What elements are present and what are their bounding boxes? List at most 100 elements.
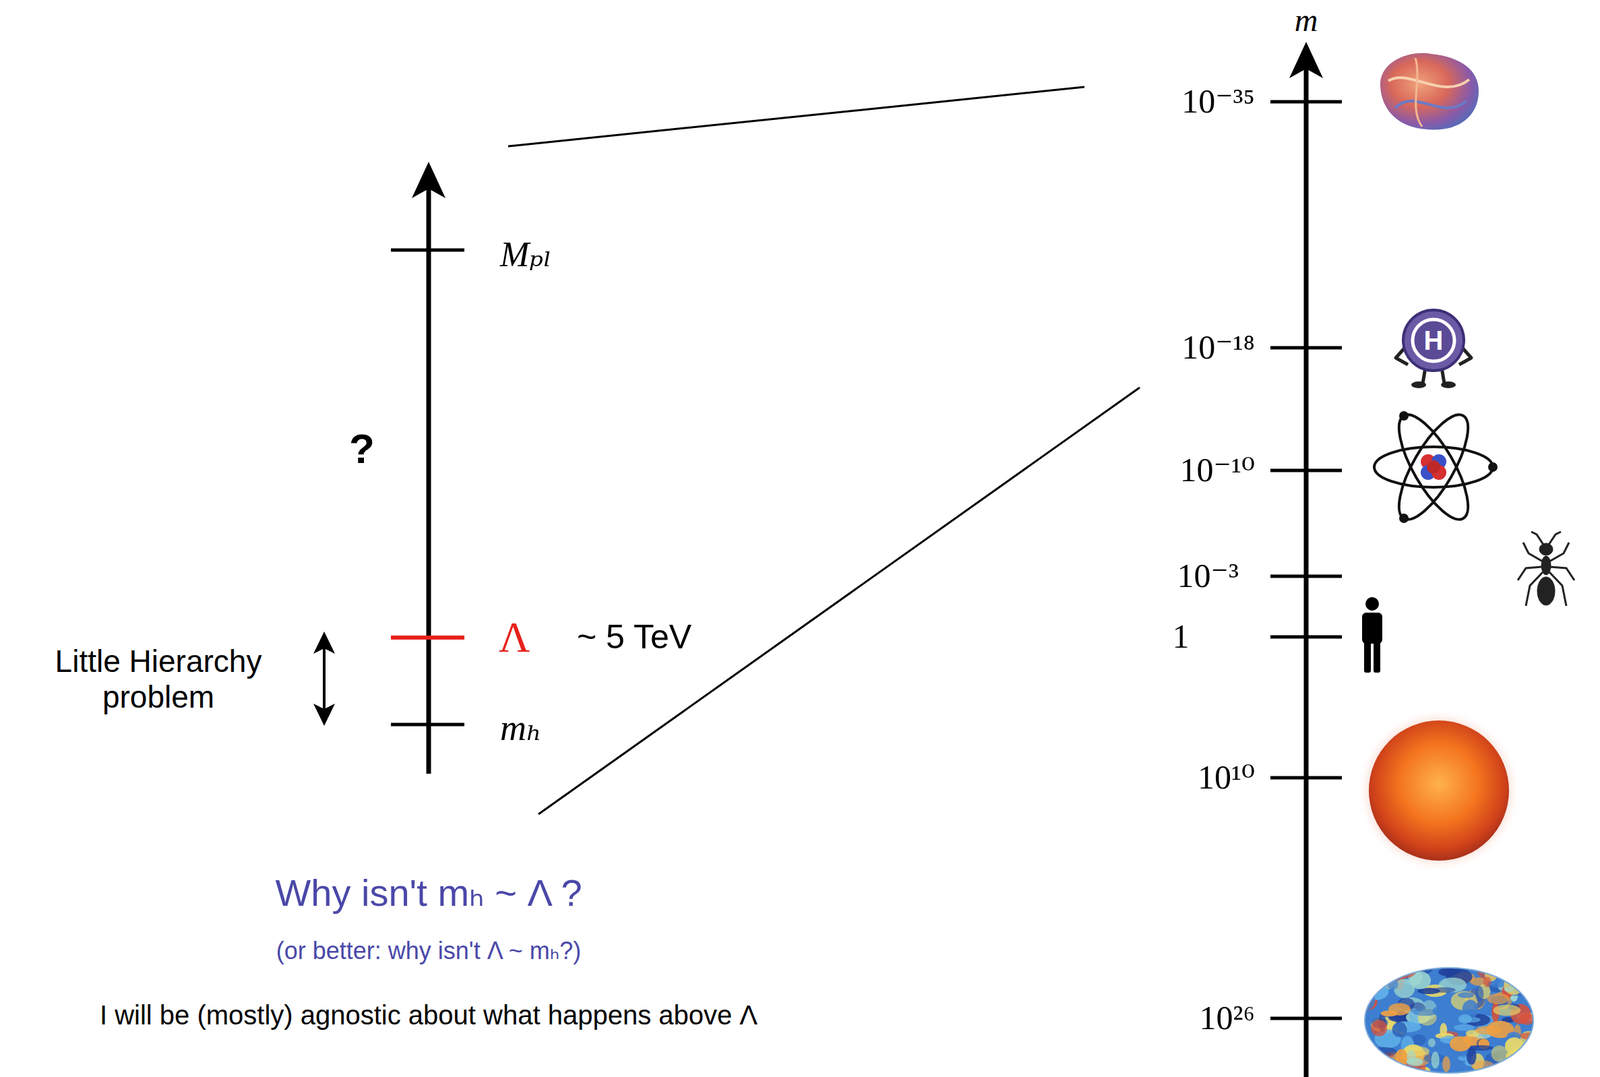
person-leg	[1364, 640, 1371, 673]
cmb-sky	[1364, 967, 1534, 1073]
cmb-spot	[1521, 965, 1537, 977]
tick	[1270, 100, 1342, 104]
axis-arrowhead	[411, 161, 446, 199]
zoom-line	[508, 86, 1085, 147]
axis-line	[426, 188, 432, 774]
axis-ticks	[1270, 101, 1342, 1019]
cmb-spot	[1503, 986, 1515, 993]
cmb-spot	[1361, 974, 1373, 991]
tick-label: 10⁻¹⁸	[1181, 328, 1255, 368]
scale-label: mₕ	[500, 706, 542, 749]
cmb-spot	[1486, 993, 1510, 1005]
leg	[1549, 542, 1569, 562]
ant-icon	[1517, 531, 1575, 606]
tick	[1270, 1017, 1342, 1021]
tick-label: 10¹⁰	[1197, 758, 1255, 798]
tick-label: 10⁻¹⁰	[1180, 450, 1255, 490]
blob-curve	[1395, 101, 1467, 108]
cmb-spot	[1370, 1055, 1378, 1066]
cmb-spot	[1467, 1045, 1494, 1051]
tick	[1270, 469, 1342, 473]
higgs-ring	[1412, 319, 1455, 362]
cmb-spot	[1475, 986, 1484, 1003]
tick	[1270, 776, 1342, 780]
leg	[1517, 566, 1543, 581]
person-leg	[1373, 640, 1381, 673]
sun-icon	[1356, 708, 1522, 873]
tick-label: 10²⁶	[1199, 998, 1255, 1038]
leg	[1549, 572, 1567, 606]
string-icon	[1380, 53, 1479, 131]
tick-label: 10⁻³⁵	[1181, 82, 1255, 122]
blob-curve	[1388, 77, 1470, 87]
tick-label: 1	[1172, 617, 1190, 657]
cmb-spot	[1357, 990, 1375, 1011]
electron	[1399, 411, 1409, 421]
cmb-spot	[1453, 1024, 1475, 1032]
axis-label: m	[1294, 1, 1319, 39]
leg	[1549, 566, 1575, 581]
question-text: Why isn't mₕ ~ Λ ?	[274, 871, 582, 915]
cmb-spot	[1428, 1038, 1436, 1048]
cutoff-value: ~ 5 TeV	[576, 618, 692, 658]
cmb-spot	[1392, 1021, 1408, 1037]
hierarchy-label: Little Hierarchy problem	[23, 643, 294, 716]
atom-icon	[1374, 405, 1498, 529]
higgs-head	[1403, 310, 1464, 371]
antenna	[1531, 531, 1544, 545]
tick	[1270, 635, 1342, 639]
leg	[1523, 542, 1543, 562]
cmb-spot	[1406, 1057, 1424, 1066]
electron	[1488, 462, 1498, 472]
cmb-spot	[1519, 978, 1527, 990]
cutoff-tick	[390, 635, 465, 640]
scale-label: Mₚₗ	[500, 234, 552, 275]
blob-curve	[1415, 57, 1423, 127]
arrowhead	[313, 703, 335, 726]
cmb-icon	[1355, 959, 1542, 1077]
question-mark: ?	[349, 424, 375, 473]
cmb-spot	[1458, 1014, 1472, 1024]
cmb-spot	[1506, 965, 1535, 974]
cmb-spots	[1355, 959, 1542, 1077]
person-icon	[1362, 597, 1383, 673]
cmb-rim	[1364, 967, 1534, 1073]
tick	[390, 248, 465, 253]
cmb-spot	[1370, 1046, 1397, 1057]
orbit	[1386, 405, 1481, 529]
zoom-line	[538, 387, 1140, 815]
cmb-spot	[1439, 1023, 1448, 1038]
tick	[390, 723, 465, 727]
cmb-spot	[1374, 1061, 1384, 1071]
ant-head	[1539, 543, 1553, 556]
cmb-spot	[1442, 1056, 1451, 1073]
axis-line	[1304, 67, 1309, 1077]
cutoff-label: Λ	[498, 612, 530, 663]
tick-label: 10⁻³	[1177, 556, 1239, 596]
orbit	[1374, 446, 1493, 488]
higgs-icon	[1395, 310, 1472, 389]
cmb-spot	[1496, 967, 1517, 974]
cmb-spot	[1412, 1008, 1438, 1017]
blob	[1380, 53, 1479, 131]
cmb-spot	[1403, 1058, 1426, 1077]
electron	[1399, 513, 1409, 523]
cmb-spot	[1457, 992, 1474, 999]
cmb-spot	[1483, 976, 1492, 988]
antenna	[1548, 531, 1561, 545]
double-arrow	[322, 648, 326, 710]
higgs-letter: H	[1424, 324, 1444, 356]
remark-text: I will be (mostly) agnostic about what h…	[99, 999, 758, 1031]
cmb-spot	[1432, 987, 1456, 993]
cmb-spot	[1449, 1036, 1472, 1052]
question-note: (or better: why isn't Λ ~ mₕ?)	[276, 936, 582, 965]
leg	[1525, 572, 1543, 606]
cmb-spot	[1493, 1004, 1521, 1017]
tick	[1270, 346, 1342, 350]
orbit	[1386, 405, 1481, 529]
cmb-spot	[1505, 1065, 1534, 1073]
nucleon	[1426, 460, 1441, 474]
ant-abdomen	[1537, 576, 1555, 606]
cmb-spot	[1509, 964, 1532, 983]
